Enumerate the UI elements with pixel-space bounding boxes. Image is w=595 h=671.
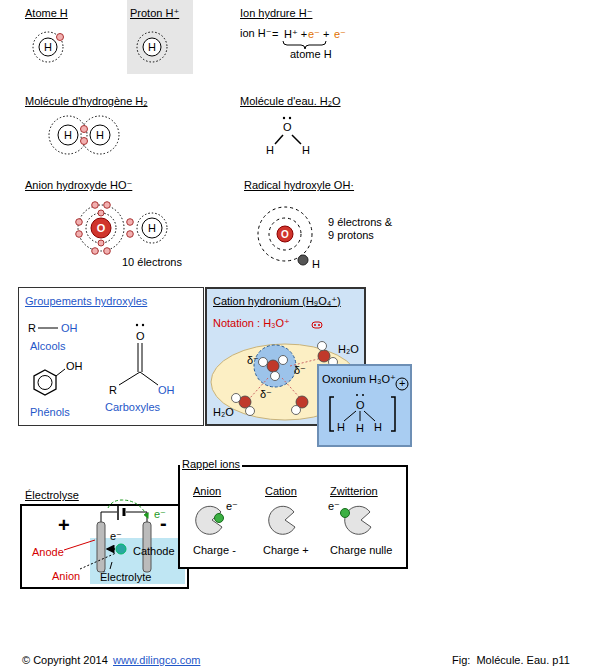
oxygen-circle: O: [91, 218, 111, 238]
label-text: =: [272, 28, 278, 41]
hydroxyl-box: Groupements hydroxylesROHAlcoolsOHPhénol…: [18, 287, 203, 425]
node-text: H: [337, 421, 345, 434]
label-text: atome H: [290, 48, 332, 61]
label-text: H: [312, 258, 320, 271]
label-text: H⁺ +: [284, 28, 307, 41]
label-text: Anion hydroxyde HO⁻: [25, 179, 132, 192]
node-text: Anion: [193, 485, 221, 498]
ions-box: Rappel ionsAnione⁻Charge -CationCharge +…: [178, 465, 407, 568]
node-text: H₂O: [338, 343, 359, 356]
node-text: H: [374, 421, 382, 434]
node-text: H: [356, 422, 364, 435]
node-text: H: [96, 129, 104, 142]
node-text: O: [136, 330, 145, 343]
node-text: OH: [61, 322, 78, 335]
node-text: Cation: [265, 485, 297, 498]
label-text: 10 électrons: [122, 256, 182, 269]
label-text: Molécule d'eau. H₂O: [240, 95, 341, 108]
atom-circle: H: [39, 38, 57, 56]
node-text: e⁻: [226, 500, 238, 513]
node-text: H₂O: [213, 406, 234, 419]
label-text: e⁻: [308, 28, 320, 41]
node-text: δ⁻: [294, 364, 306, 377]
label-text: Atome H: [25, 7, 68, 20]
label-text: Molécule d'hydrogène H₂: [25, 95, 148, 108]
atom-circle: H: [142, 218, 162, 238]
node-text: Anode: [32, 546, 64, 559]
node-text: Proton H⁺: [130, 7, 179, 20]
node-text: OH: [66, 360, 83, 373]
atom-circle: H: [90, 125, 110, 145]
node-text: OH: [158, 384, 175, 397]
node-text: Cathode: [133, 545, 175, 558]
label-text: Radical hydroxyle OH·: [244, 179, 354, 192]
node-text: Anion: [52, 570, 80, 583]
label-text: H: [266, 144, 274, 157]
node-text: H: [148, 41, 156, 54]
node-text: Notation : H₃O⁺: [213, 317, 290, 330]
hydronium-box: Cation hydronium (H₉O₄⁺) Notation : H₃O⁺ H…: [205, 287, 365, 425]
node-text: e⁻: [154, 508, 166, 521]
node-text: Électrolyte: [100, 571, 151, 584]
label-text: O: [283, 121, 292, 134]
node-text: Électrolyse: [25, 489, 79, 502]
node-text: O: [281, 228, 289, 241]
node-text: Charge +: [263, 544, 309, 557]
node-text: R: [109, 384, 117, 397]
node-text: Charge nulle: [330, 544, 392, 557]
node-text: Zwitterion: [330, 485, 378, 498]
label-text: +: [323, 28, 329, 41]
node-text: Rappel ions: [180, 458, 242, 471]
label-text: Fig: Molécule. Eau. p11: [452, 654, 570, 667]
electrolysis-box: Électrolyse+-e⁻e⁻AnodeCathodeAnionÉlectr…: [20, 505, 188, 588]
node-text: e⁻: [110, 530, 122, 543]
node-text: δ⁻: [247, 354, 259, 367]
atom-circle: H: [58, 125, 78, 145]
node-text: Cation hydronium (H₉O₄⁺): [213, 295, 341, 308]
label-text: Ion hydrure H⁻: [240, 7, 312, 20]
node-text: O: [97, 222, 106, 235]
label-text: e⁻: [334, 28, 346, 41]
node-text: H: [44, 41, 52, 54]
node-text: Oxonium H₃O⁺: [322, 373, 396, 386]
node-text: H: [148, 222, 156, 235]
node-text: Charge -: [193, 544, 236, 557]
label-text: 9 électrons & 9 protons: [328, 216, 400, 242]
oxonium-box: Oxonium H₃O⁺OHHH+: [318, 365, 411, 446]
node-text: Alcools: [30, 340, 65, 353]
node-text: δ⁻: [260, 388, 272, 401]
proton-panel: Proton H⁺ H: [127, 0, 193, 74]
label-text: ion H⁻: [240, 27, 272, 40]
node-text: Carboxyles: [105, 401, 160, 414]
label-text: H: [302, 144, 310, 157]
node-text: e⁻: [328, 500, 340, 513]
label-text: © Copyright 2014: [22, 654, 108, 667]
atom-circle: H: [143, 38, 161, 56]
oxygen-circle: O: [277, 226, 293, 242]
node-text: O: [356, 399, 365, 412]
node-text: Phénols: [30, 406, 70, 419]
node-text: H: [64, 129, 72, 142]
label-text: www.dilingco.com: [113, 654, 200, 667]
node-text: +: [58, 514, 70, 536]
node-text: R: [28, 322, 36, 335]
node-text: Groupements hydroxyles: [25, 295, 147, 308]
node-text: +: [399, 377, 405, 390]
